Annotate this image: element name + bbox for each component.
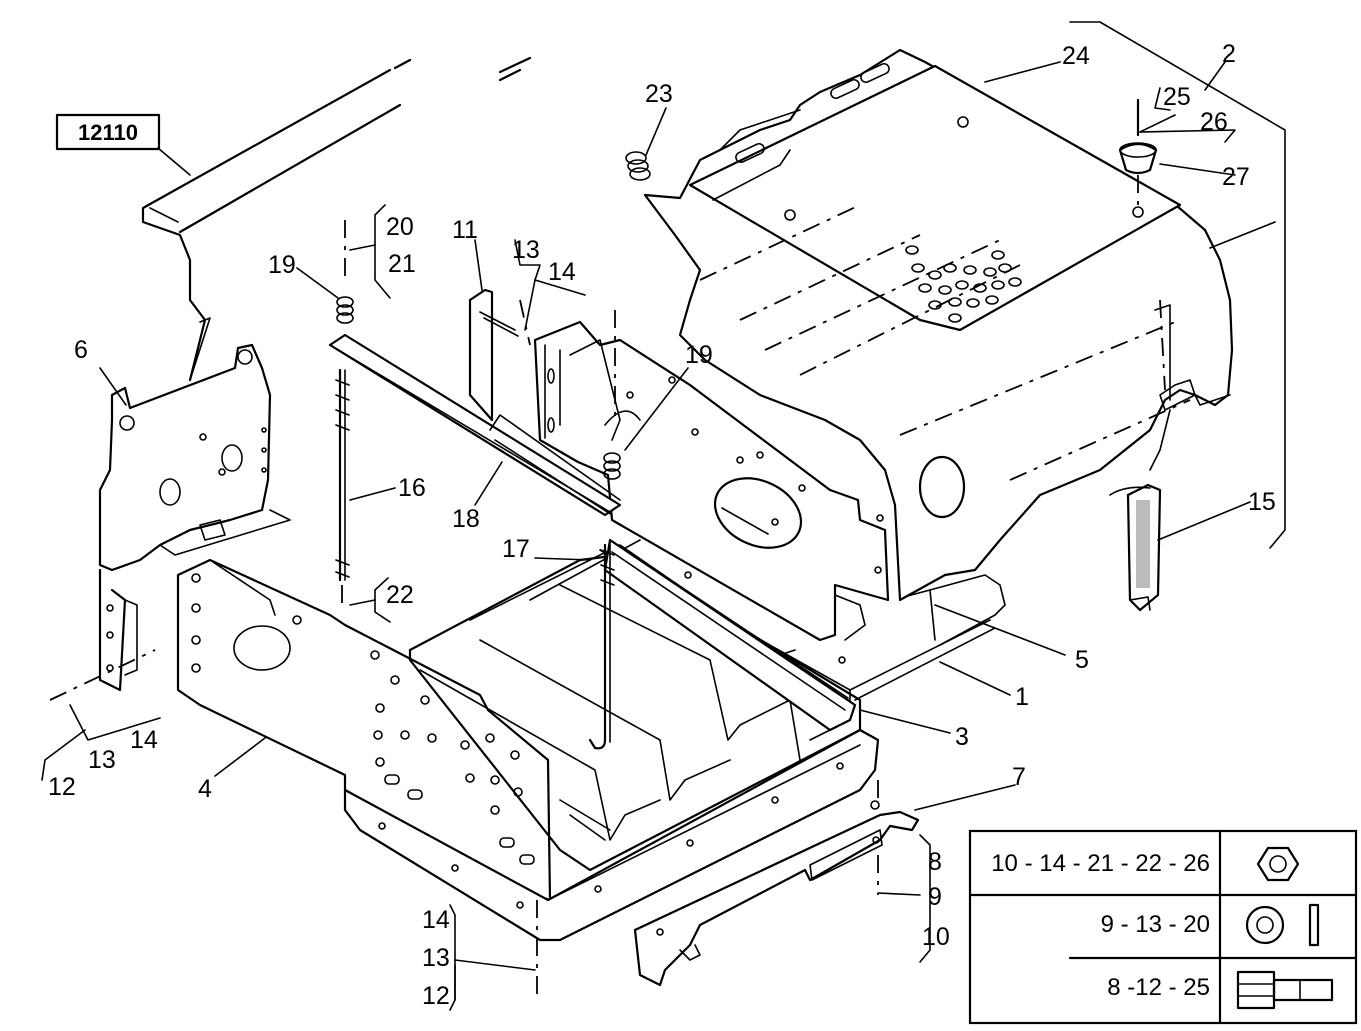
callout-27: 27 xyxy=(1222,163,1250,191)
legend-row-washer: 9 - 13 - 20 xyxy=(1101,903,1320,947)
rear-panel[interactable] xyxy=(533,320,890,664)
callout-14-left: 14 xyxy=(130,726,158,754)
callout-1: 1 xyxy=(1015,683,1029,711)
rear-support-flange[interactable] xyxy=(849,560,1006,701)
callout-21: 21 xyxy=(388,250,416,278)
callout-3: 3 xyxy=(955,723,969,751)
callout-15: 15 xyxy=(1248,488,1276,516)
callout-8: 8 xyxy=(928,848,942,876)
hood-cover[interactable] xyxy=(643,48,1234,602)
callout-4: 4 xyxy=(198,775,212,803)
callout-19-right: 19 xyxy=(685,341,713,369)
threaded-rod-16[interactable] xyxy=(335,368,350,610)
legend-row-bolt-label: 8 -12 - 25 xyxy=(1107,974,1210,1001)
threaded-rod-17[interactable] xyxy=(588,539,615,750)
callout-12-left: 12 xyxy=(48,773,76,801)
leader-lines xyxy=(41,21,1286,1011)
legend-row-bolt: 8 -12 - 25 xyxy=(1107,970,1334,1010)
callout-14-bottom: 14 xyxy=(422,906,450,934)
callout-19-left: 19 xyxy=(268,251,296,279)
adjacent-panel-fragment xyxy=(141,56,532,382)
spring-23[interactable] xyxy=(625,151,651,181)
callout-11: 11 xyxy=(452,216,478,244)
legend-row-washer-label: 9 - 13 - 20 xyxy=(1101,911,1210,938)
spring-19-left[interactable] xyxy=(336,220,354,324)
callout-25: 25 xyxy=(1163,83,1191,111)
callout-18: 18 xyxy=(452,505,480,533)
latch-strap[interactable] xyxy=(1109,299,1196,612)
callout-16: 16 xyxy=(398,474,426,502)
callout-24: 24 xyxy=(1062,42,1090,70)
callout-12-bottom: 12 xyxy=(422,982,450,1010)
fastener-legend: 10 - 14 - 21 - 22 - 26 9 - 13 - 20 8 -12… xyxy=(968,829,1358,1025)
vent-hole-cluster xyxy=(905,245,1022,323)
callout-14-top: 14 xyxy=(548,258,576,286)
callout-23: 23 xyxy=(645,80,673,108)
side-rail[interactable] xyxy=(633,800,920,987)
callout-17: 17 xyxy=(502,535,530,563)
side-bracket[interactable] xyxy=(98,343,291,692)
legend-row-nut: 10 - 14 - 21 - 22 - 26 xyxy=(991,846,1300,882)
callout-6: 6 xyxy=(74,336,88,364)
callout-5: 5 xyxy=(1075,646,1089,674)
grommet-assembly[interactable] xyxy=(1118,98,1158,205)
nut-icon xyxy=(1256,846,1300,882)
reference-box[interactable]: 12110 xyxy=(55,113,161,151)
legend-row-nut-label: 10 - 14 - 21 - 22 - 26 xyxy=(991,850,1210,877)
callout-10: 10 xyxy=(922,923,950,951)
callout-labels: 24 2 23 25 26 27 20 21 19 11 13 14 6 1 9 … xyxy=(48,40,1276,1010)
rail-channel[interactable] xyxy=(328,333,622,517)
spring-19-right[interactable] xyxy=(603,310,621,480)
panel-hole-pattern xyxy=(370,650,535,865)
callout-7: 7 xyxy=(1012,763,1026,791)
washer-icon xyxy=(1245,903,1320,947)
bolt-icon xyxy=(1236,970,1334,1010)
callout-13-left: 13 xyxy=(88,746,116,774)
callout-2: 2 xyxy=(1222,40,1236,68)
reference-box-label: 12110 xyxy=(78,120,138,145)
plate-bracket[interactable] xyxy=(468,288,519,422)
callout-22: 22 xyxy=(386,581,414,609)
callout-26: 26 xyxy=(1200,108,1228,136)
front-lower-panel[interactable] xyxy=(176,558,552,902)
callout-13-bottom: 13 xyxy=(422,944,450,972)
callout-13-top: 13 xyxy=(512,236,540,264)
callout-9: 9 xyxy=(928,883,942,911)
callout-20: 20 xyxy=(386,213,414,241)
